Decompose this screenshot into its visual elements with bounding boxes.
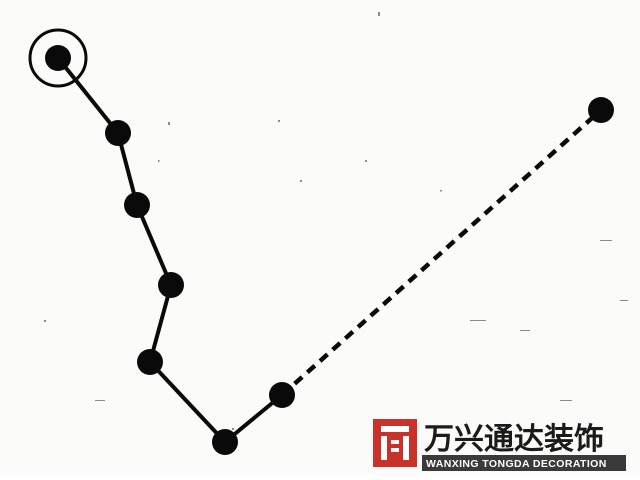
node-n1 (45, 45, 71, 71)
logo-subtitle-band (422, 455, 626, 471)
node-n5 (137, 349, 163, 375)
node-n2 (105, 120, 131, 146)
edge-n7-n8 (280, 108, 603, 397)
speckle (620, 300, 628, 301)
paper-speckles (44, 12, 628, 430)
edge-n1-n2 (56, 56, 120, 135)
speckle (44, 320, 46, 322)
speckle (600, 240, 612, 241)
speckle (520, 330, 530, 331)
speckle (560, 400, 572, 401)
speckle (232, 428, 234, 430)
logo-subtitle-text: WANXING TONGDA DECORATION (426, 458, 607, 470)
speckle (168, 122, 170, 125)
node-n7 (269, 382, 295, 408)
logo-mark-icon (373, 419, 417, 467)
speckle (378, 12, 380, 16)
node-n3 (124, 192, 150, 218)
speckle (300, 180, 302, 182)
node-n4 (158, 272, 184, 298)
edge-n5-n6 (148, 360, 227, 444)
edge-group (56, 56, 603, 444)
node-n6 (212, 429, 238, 455)
logo-name-text: 万兴通达装饰 (424, 422, 604, 457)
start-node-ring (28, 28, 88, 88)
speckle (365, 160, 367, 162)
node-n8 (588, 97, 614, 123)
speckle (440, 190, 442, 192)
watermark-logo: 万兴通达装饰 WANXING TONGDA DECORATION (373, 419, 626, 471)
speckle (95, 400, 105, 401)
edge-n3-n4 (135, 204, 173, 286)
speckle (278, 120, 280, 122)
speckle (470, 320, 486, 321)
node-group (28, 28, 614, 455)
edge-n4-n5 (148, 284, 173, 363)
speckle (158, 160, 160, 162)
